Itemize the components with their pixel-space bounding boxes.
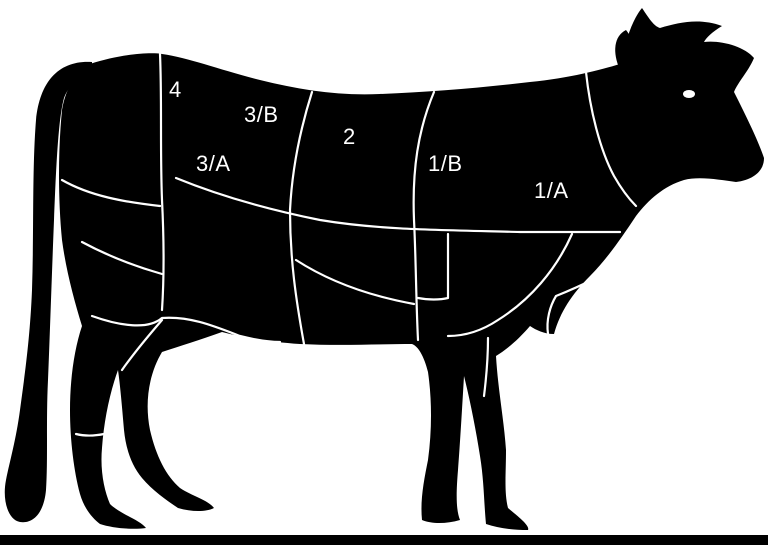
cut-line-fore-leg [482,336,490,398]
region-label-1b: 1/B [428,151,463,176]
region-label-3b: 3/B [244,102,279,127]
cut-line-hind-inner [120,318,164,372]
region-label-4: 4 [169,77,182,102]
region-labels: 4 3/B 3/A 2 1/B 1/A [169,77,569,203]
eye [683,90,695,98]
cut-line-brisket-curve [446,232,574,338]
cut-line-hock [74,432,106,437]
cut-line-flank-upper [60,178,162,208]
cut-line-hind-leg [90,314,282,344]
cut-line-flank-lower [80,240,164,276]
cut-line-2-left [288,90,314,346]
cut-line-shank-front [546,276,598,336]
region-label-2: 2 [343,124,356,149]
region-label-1a: 1/A [534,178,569,203]
ear [615,30,634,70]
cut-line-1b-left [412,90,436,342]
cut-line-neck [584,70,638,208]
cut-lines [60,52,638,437]
cow-body [59,8,764,530]
cut-line-rump-vertical [158,52,165,312]
ground-bar [0,535,768,545]
cut-line-loin-diagonal [174,176,622,234]
tail [4,61,93,523]
cut-line-2-curve [294,258,416,306]
region-label-3a: 3/A [196,151,231,176]
cut-line-brisket-box [416,232,450,301]
